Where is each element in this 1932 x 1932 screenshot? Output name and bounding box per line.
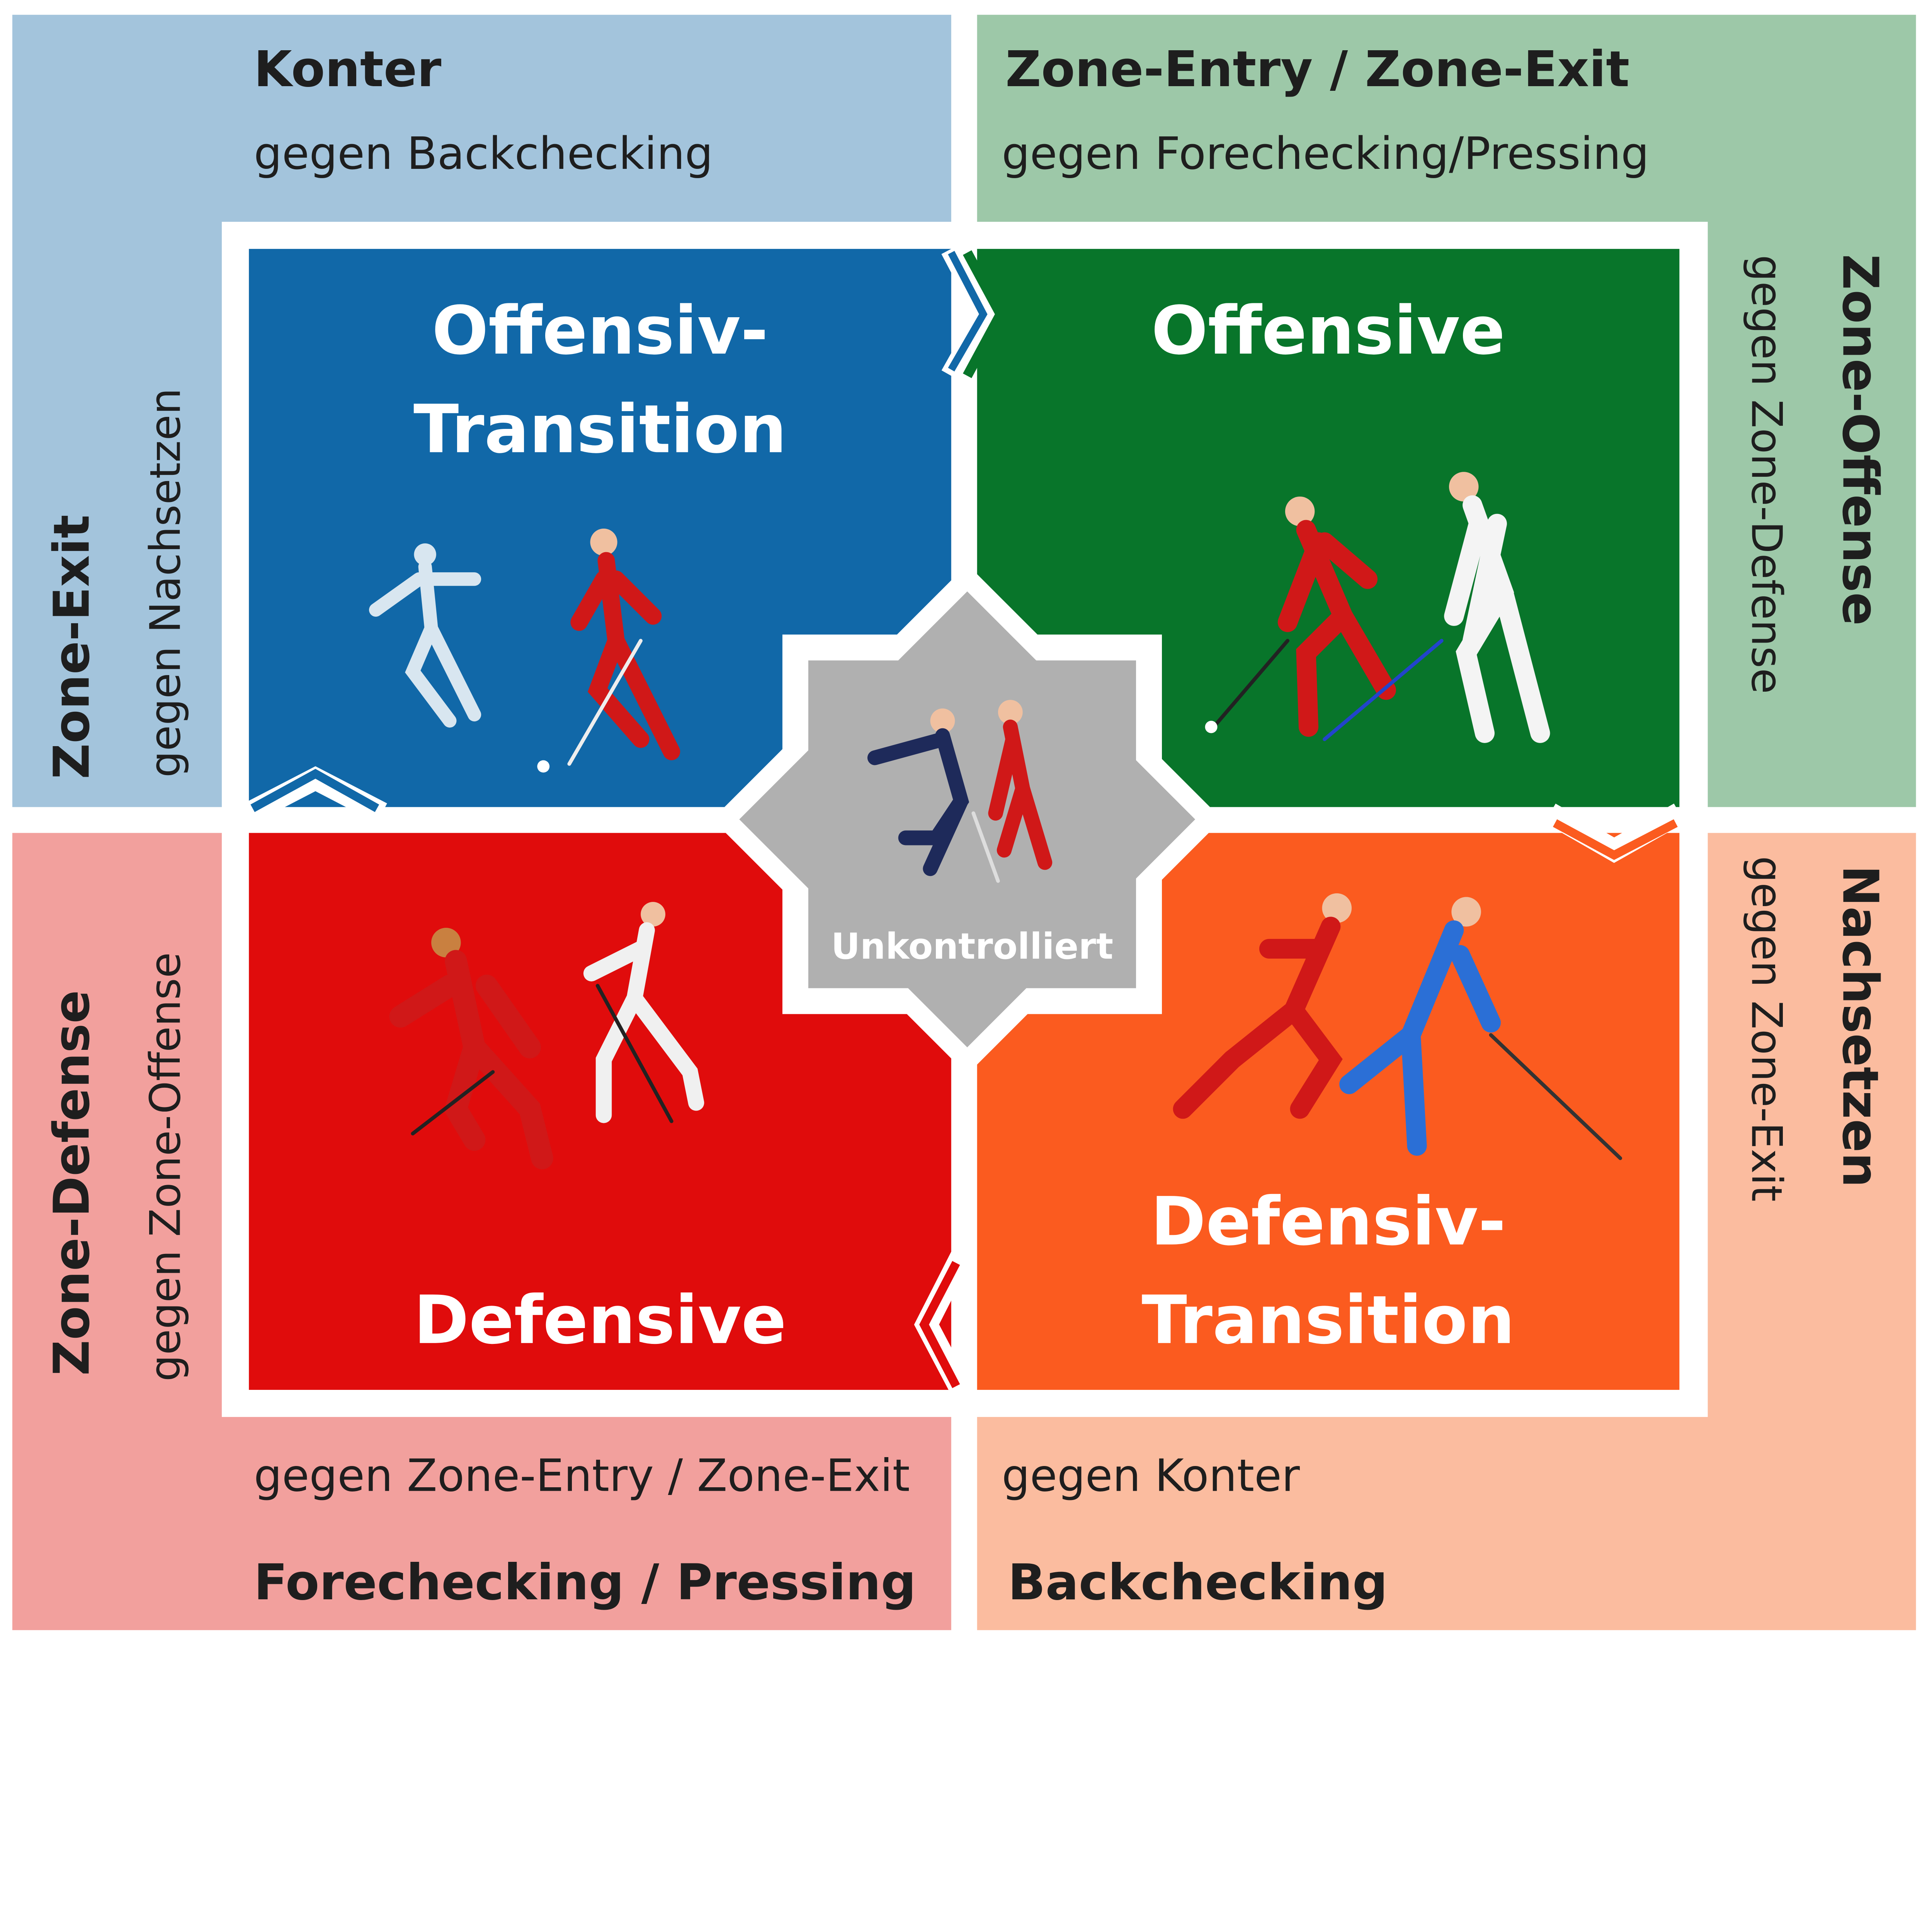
forechecking-subtitle: gegen Zone-Entry / Zone-Exit	[254, 1450, 910, 1502]
player-icon	[1173, 893, 1352, 1119]
arrow-to-defensiv-transition-icon	[1544, 803, 1685, 863]
konter-title: Konter	[254, 41, 441, 98]
player-icon	[867, 708, 969, 876]
forechecking-title: Forechecking / Pressing	[254, 1554, 916, 1611]
arrow-to-offensive-icon	[941, 243, 1006, 381]
unkontrolliert-label: Unkontrolliert	[831, 925, 1113, 967]
player-figures	[369, 472, 1622, 1170]
player-icon	[537, 528, 680, 773]
zone-exit-subtitle: gegen Nachsetzen	[141, 388, 190, 777]
zone-offense-title: Zone-Offense	[1831, 254, 1888, 626]
zone-entry-subtitle: gegen Forechecking/Pressing	[1002, 128, 1649, 180]
arrow-to-defensive-icon	[914, 1252, 971, 1395]
zone-offense-subtitle: gegen Zone-Defense	[1742, 255, 1791, 694]
zone-defense-subtitle: gegen Zone-Offense	[141, 952, 190, 1381]
player-icon	[1339, 897, 1622, 1160]
player-icon	[1205, 497, 1396, 737]
defensiv-transition-title-1: Defensiv-	[1151, 1183, 1506, 1260]
player-icon	[369, 543, 481, 728]
unkontrolliert-star	[712, 564, 1223, 1075]
offensive-title: Offensive	[1151, 292, 1505, 369]
backchecking-subtitle: gegen Konter	[1002, 1450, 1300, 1502]
arrow-to-offensiv-transition-icon	[243, 766, 387, 823]
konter-subtitle: gegen Backchecking	[254, 128, 713, 180]
backchecking-title: Backchecking	[1008, 1554, 1388, 1611]
player-icon	[389, 928, 553, 1170]
defensiv-transition-title-2: Transition	[1142, 1281, 1515, 1359]
defensive-title: Defensive	[414, 1281, 787, 1359]
nachsetzen-title: Nachsetzen	[1831, 865, 1888, 1187]
player-icon	[583, 902, 704, 1123]
zone-exit-title: Zone-Exit	[44, 515, 101, 779]
player-icon	[971, 700, 1053, 883]
zone-defense-title: Zone-Defense	[44, 990, 101, 1376]
player-icon	[1323, 472, 1550, 743]
offensiv-transition-title-1: Offensiv-	[432, 292, 768, 369]
nachsetzen-subtitle: gegen Zone-Exit	[1742, 856, 1791, 1202]
zone-entry-title: Zone-Entry / Zone-Exit	[1005, 41, 1629, 98]
offensiv-transition-title-2: Transition	[413, 390, 787, 468]
